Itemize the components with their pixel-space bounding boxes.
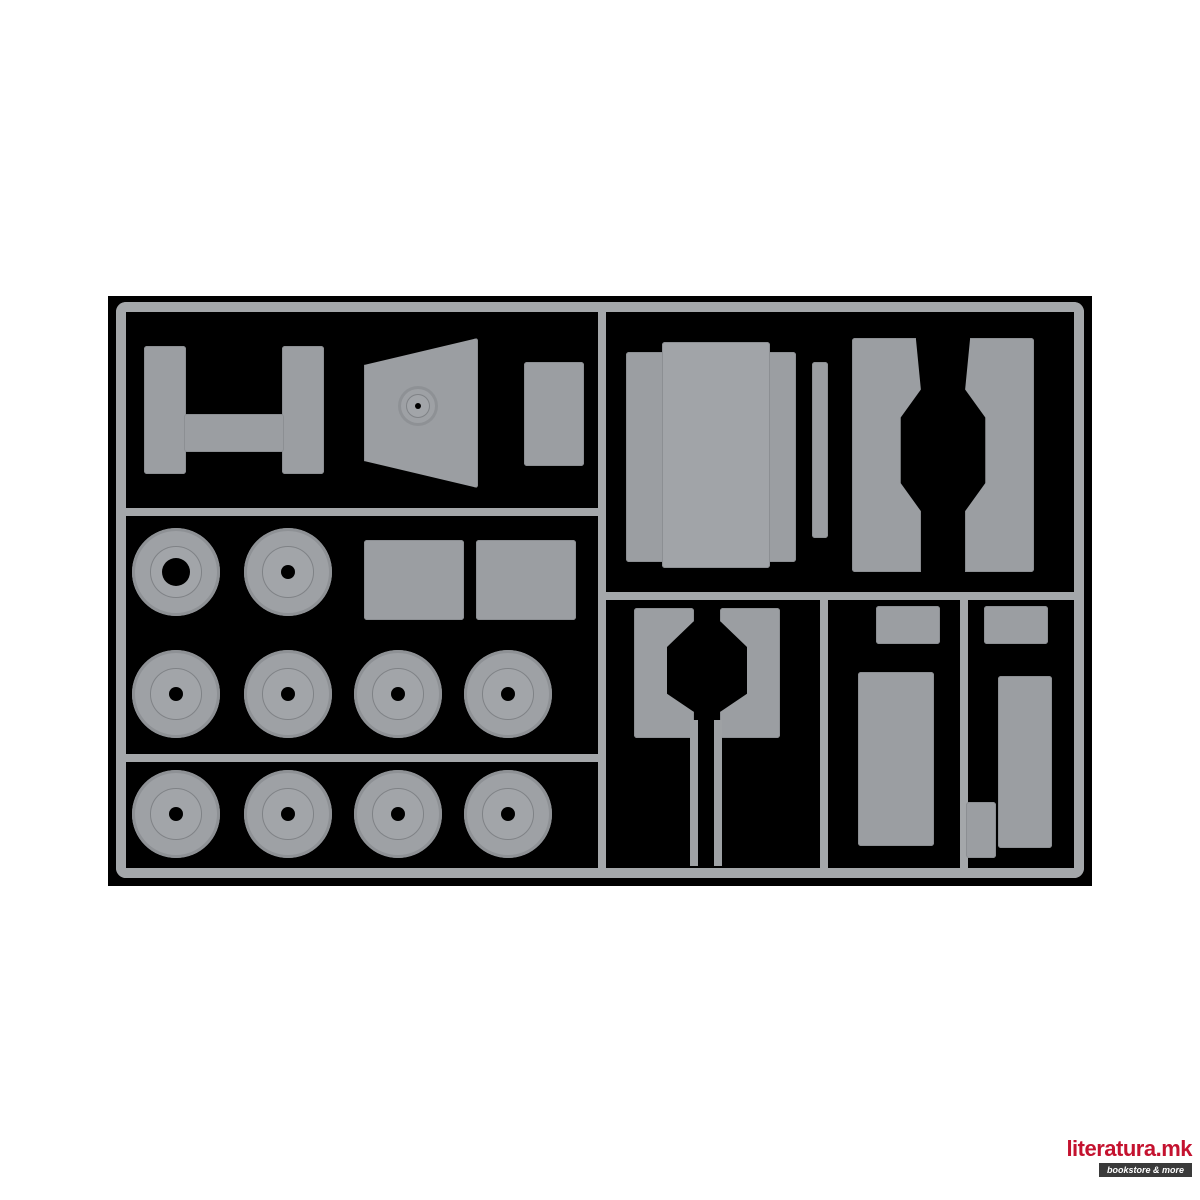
sprue-frame-right — [1074, 302, 1084, 878]
watermark: literatura.mk bookstore & more — [1066, 1138, 1192, 1178]
mudguard-right-strut — [714, 720, 722, 866]
door-panel-left — [364, 540, 464, 620]
h-frame-right-arm — [282, 346, 324, 474]
sprue-runner-right-v1 — [820, 596, 828, 876]
small-bracket-1 — [876, 606, 940, 644]
h-frame-left-arm — [144, 346, 186, 474]
sprue-runner-left-h2 — [116, 754, 606, 762]
tire — [132, 770, 220, 858]
tire — [132, 650, 220, 738]
sprue-photo — [108, 296, 1092, 886]
mudguard-right — [720, 608, 780, 738]
watermark-title: literatura.mk — [1066, 1136, 1192, 1161]
mudguard-left — [634, 608, 694, 738]
tire — [244, 528, 332, 616]
tire — [132, 528, 220, 616]
fender-panel-left — [852, 338, 921, 572]
mudguard-left-strut — [690, 720, 698, 866]
tire — [464, 770, 552, 858]
sprue-runner-mid-vertical — [598, 302, 606, 878]
tire — [244, 650, 332, 738]
sprue-frame-left — [116, 302, 126, 878]
sprue-runner-right-h — [598, 592, 1084, 600]
sprue-runner-right-v2 — [960, 596, 968, 876]
small-plate — [966, 802, 996, 858]
small-bracket-2 — [984, 606, 1048, 644]
seat-frame-part — [998, 676, 1052, 848]
door-panel-right — [476, 540, 576, 620]
h-frame-crossbar — [184, 414, 284, 452]
tire — [464, 650, 552, 738]
watermark-tagline: bookstore & more — [1098, 1163, 1192, 1177]
side-rail-part — [812, 362, 828, 538]
floor-panel-center — [662, 342, 770, 568]
tire — [244, 770, 332, 858]
fender-panel-right — [965, 338, 1034, 572]
tall-panel — [858, 672, 934, 846]
tire — [354, 650, 442, 738]
small-box-part — [524, 362, 584, 466]
spare-wheel-mount — [398, 386, 438, 426]
sprue-runner-left-h1 — [116, 508, 606, 516]
tire — [354, 770, 442, 858]
